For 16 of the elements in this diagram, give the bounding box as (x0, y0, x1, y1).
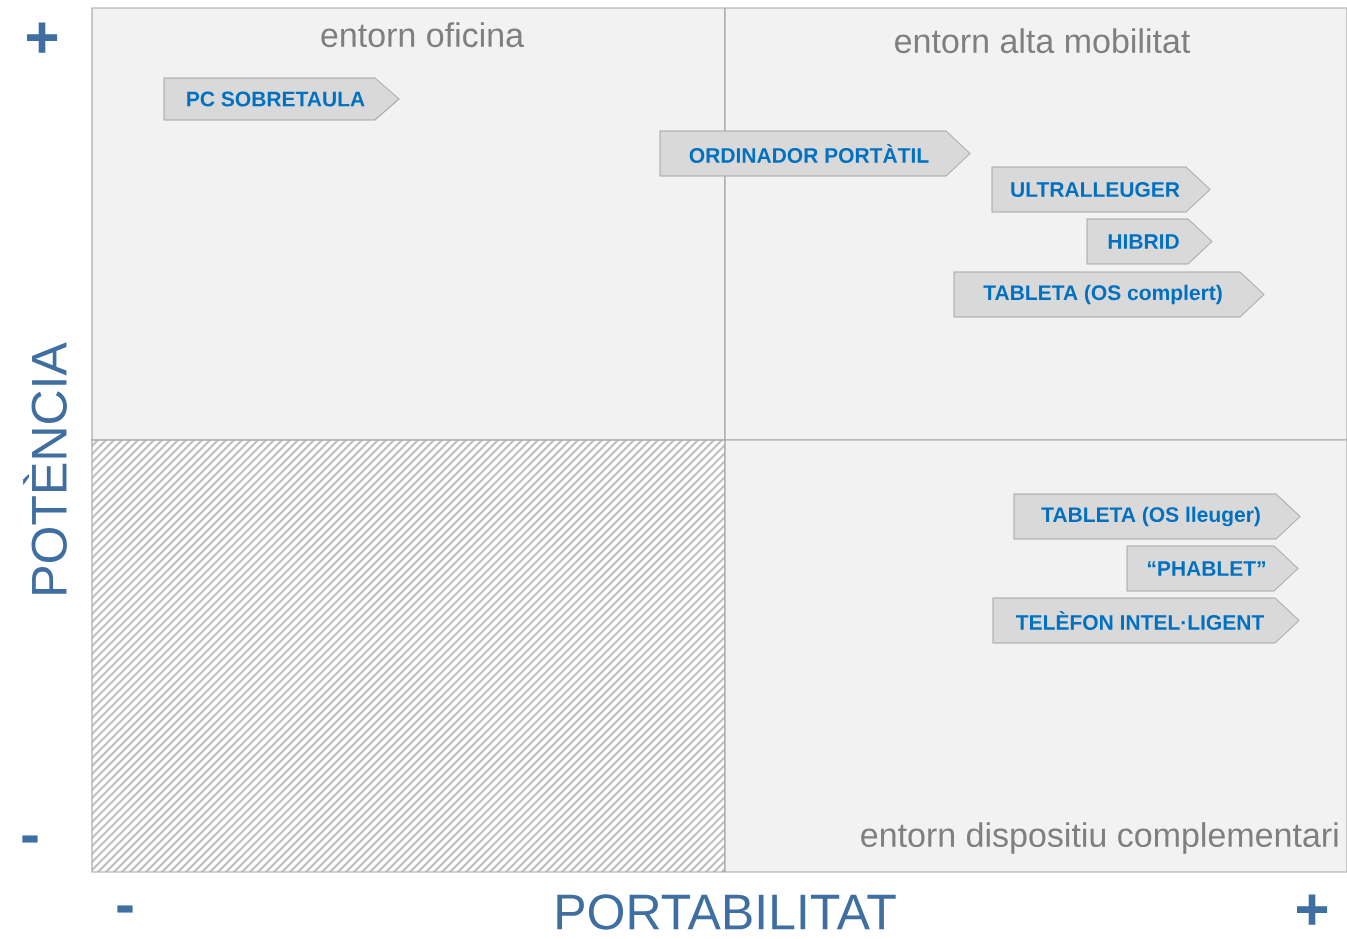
chevron-tag: TABLETA (OS lleuger) (1013, 493, 1301, 540)
axis-label: POTÈNCIA (23, 342, 67, 594)
chevron-tag: ULTRALLEUGER (991, 166, 1211, 213)
minus-sign: - (22, 835, 38, 843)
chevron-tag: “PHABLET” (1126, 545, 1299, 592)
plus-sign: + (1297, 894, 1328, 925)
chevron-tag: PC SOBRETAULA (163, 77, 400, 121)
plus-sign: + (27, 22, 58, 53)
minus-sign: - (117, 905, 133, 913)
node-label: entorn alta mobilitat (895, 28, 1191, 54)
chevron-tag: ORDINADOR PORTÀTIL (659, 130, 971, 177)
chevron-tag: TELÈFON INTEL·LIGENT (992, 597, 1300, 644)
chevron-tag: HIBRID (1086, 218, 1213, 265)
hatched-area (91, 439, 726, 873)
chevron-tag: TABLETA (OS complert) (953, 271, 1265, 318)
axis-label: PORTABILITAT (557, 894, 896, 930)
